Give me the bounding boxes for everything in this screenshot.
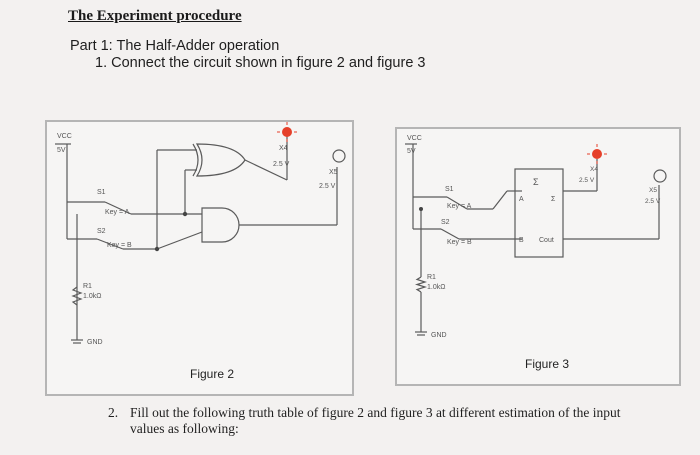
fig3-gnd-label: GND [431, 332, 447, 339]
fig2-x4-label: X4 [279, 145, 288, 152]
fig3-x5-label: X5 [649, 187, 657, 194]
figure-2-schematic: VCC 5V S1 Key = A S2 Key = B R1 1.0kΩ GN… [55, 122, 346, 346]
part-title: Part 1: The Half-Adder operation [70, 38, 280, 54]
fig2-s1-label: S1 [97, 189, 106, 196]
chip-pin-b: B [519, 237, 524, 244]
fig2-key-b-label: Key = B [107, 242, 132, 249]
chip-pin-sigma: Σ [551, 196, 556, 203]
fig3-x4-value: 2.5 V [579, 177, 595, 184]
fig3-vcc-value: 5V [407, 148, 416, 155]
step-2-instruction: 2. Fill out the following truth table of … [108, 405, 668, 437]
fig3-key-b-label: Key = B [447, 239, 472, 246]
figure-3-box: VCC 5V S1 Key = A S2 Key = B R1 1.0kΩ GN… [395, 127, 681, 386]
chip-pin-cout: Cout [539, 237, 554, 244]
fig3-vcc-label: VCC [407, 135, 422, 142]
fig2-s2-label: S2 [97, 228, 106, 235]
fig3-r1-value: 1.0kΩ [427, 284, 445, 291]
fig3-s1-label: S1 [445, 186, 454, 193]
figure-3-schematic: VCC 5V S1 Key = A S2 Key = B R1 1.0kΩ GN… [405, 135, 667, 339]
fig2-x4-value: 2.5 V [273, 161, 290, 168]
fig2-vcc-value: 5V [57, 147, 66, 154]
figure-2-caption: Figure 2 [190, 367, 235, 381]
fig2-vcc-label: VCC [57, 133, 72, 140]
figure-2-box: VCC 5V S1 Key = A S2 Key = B R1 1.0kΩ GN… [45, 120, 354, 396]
x4-lamp-icon [277, 122, 297, 142]
chip-sigma-top: Σ [533, 177, 539, 187]
step-1-instruction: 1. Connect the circuit shown in figure 2… [95, 55, 426, 71]
fig3-r1-label: R1 [427, 274, 436, 281]
step-2-line-1: Fill out the following truth table of fi… [130, 405, 621, 420]
fig2-x5-label: X5 [329, 169, 338, 176]
fig3-x5-value: 2.5 V [645, 198, 661, 205]
fig2-key-a-label: Key = A [105, 209, 130, 216]
fig2-r1-value: 1.0kΩ [83, 293, 101, 300]
fig3-x4-label: X4 [590, 166, 598, 173]
step-2-line-2: values as following: [130, 421, 239, 436]
fig2-gnd-label: GND [87, 339, 103, 346]
chip-pin-a: A [519, 196, 524, 203]
fig3-s2-label: S2 [441, 219, 450, 226]
fig2-x5-value: 2.5 V [319, 183, 336, 190]
figure-3-caption: Figure 3 [525, 357, 570, 371]
x4-lamp-icon [587, 144, 607, 164]
fig2-r1-label: R1 [83, 283, 92, 290]
section-heading: The Experiment procedure [68, 8, 242, 24]
step-2-number: 2. [108, 405, 119, 420]
fig3-key-a-label: Key = A [447, 203, 472, 210]
